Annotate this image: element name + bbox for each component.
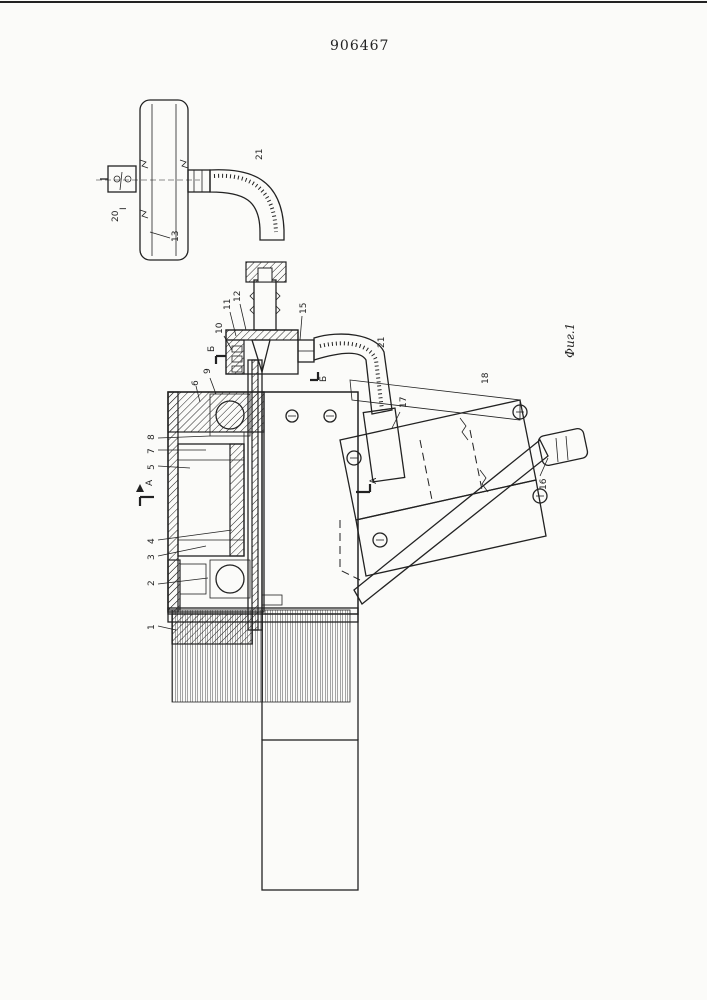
section-label-b-bottom: Б — [319, 376, 329, 382]
nozzle — [254, 280, 276, 330]
callout-9: 9 — [203, 368, 213, 374]
callout-5: 5 — [147, 464, 157, 470]
section-label-a-bottom: А — [369, 477, 379, 484]
callout-detail-I: I — [119, 207, 129, 210]
section-label-b-top: Б — [207, 346, 217, 352]
callout-11: 11 — [223, 299, 233, 310]
detail-view-upper — [96, 100, 284, 260]
callout-10: 10 — [215, 322, 225, 334]
fitting — [108, 166, 136, 192]
section-label-a-top: А — [145, 479, 155, 486]
callout-21-upper: 21 — [255, 149, 265, 160]
figure-caption: Фиг.1 — [563, 323, 577, 358]
callout-21-lower: 21 — [377, 337, 387, 348]
callout-17: 17 — [399, 397, 409, 408]
callout-18: 18 — [481, 372, 491, 384]
handle — [537, 428, 588, 467]
callout-6: 6 — [191, 380, 201, 386]
callout-16: 16 — [539, 478, 549, 490]
callout-3: 3 — [147, 554, 157, 560]
callout-4: 4 — [147, 538, 157, 544]
callout-8: 8 — [147, 434, 157, 440]
callout-20: 20 — [111, 210, 121, 222]
callout-12: 12 — [233, 291, 243, 302]
callout-2: 2 — [147, 580, 157, 586]
hose-upper — [210, 170, 284, 240]
lower-body — [262, 740, 358, 890]
fitting-17 — [363, 408, 404, 482]
callout-15: 15 — [299, 303, 309, 314]
callout-13: 13 — [171, 231, 181, 242]
bearing-lower — [216, 565, 244, 593]
callout-7: 7 — [147, 448, 157, 454]
callout-1: 1 — [147, 624, 157, 630]
